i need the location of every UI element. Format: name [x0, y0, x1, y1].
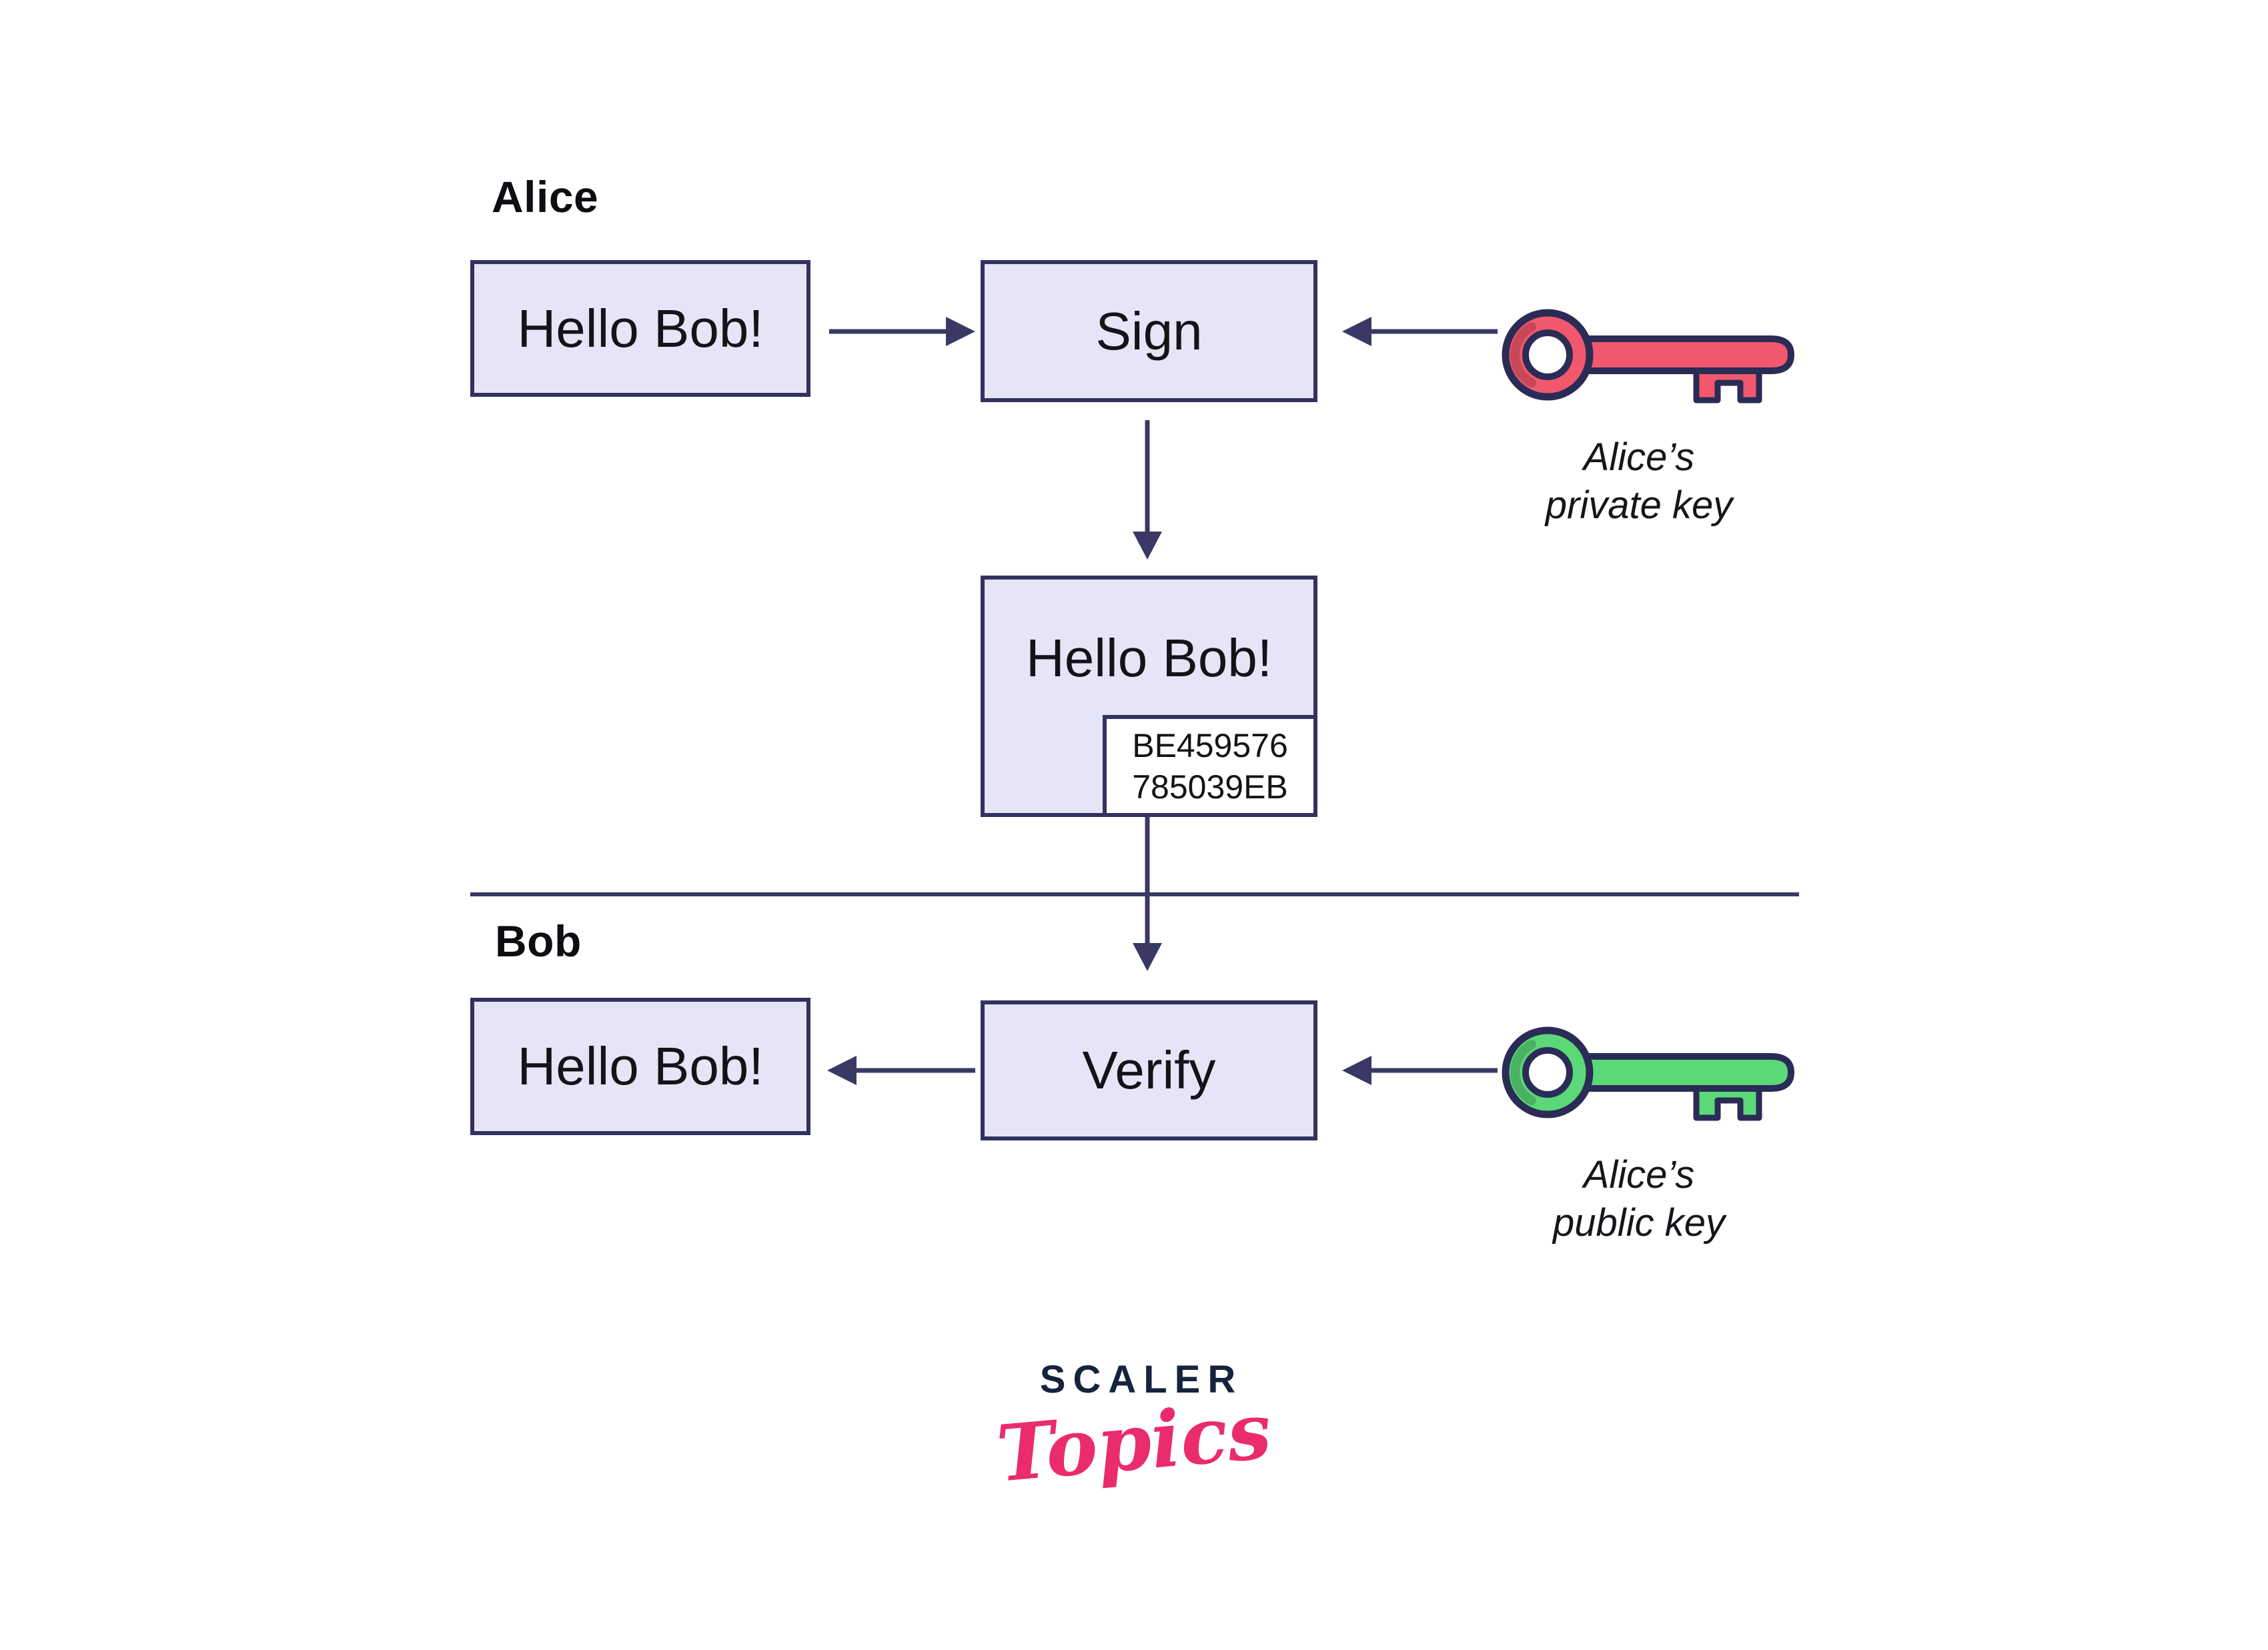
public-key-caption-line2: public key — [1553, 1201, 1725, 1245]
signed-message-box: Hello Bob! BE459576 785039EB — [981, 576, 1317, 817]
sign-box: Sign — [981, 260, 1317, 402]
signature-line1: BE459576 — [1132, 726, 1288, 764]
arrow-signed-message-to-verify — [1133, 817, 1162, 971]
bob-message-box: Hello Bob! — [470, 998, 810, 1135]
sign-box-label: Sign — [1095, 301, 1203, 361]
public-key-caption-line1: Alice’s — [1583, 1153, 1695, 1196]
alice-message-text: Hello Bob! — [517, 298, 764, 358]
public-key-caption: Alice’s public key — [1492, 1151, 1786, 1247]
bob-section-label: Bob — [495, 916, 582, 966]
alice-section-label: Alice — [492, 172, 599, 221]
signature-line2: 785039EB — [1132, 768, 1288, 806]
private-key-icon — [1502, 309, 1794, 403]
private-key-caption-line1: Alice’s — [1583, 436, 1695, 479]
bob-message-text: Hello Bob! — [517, 1036, 764, 1096]
arrow-private-key-to-sign — [1342, 317, 1498, 346]
arrow-sign-to-signed-message — [1133, 420, 1162, 560]
scaler-logo-wordmark: SCALER — [1039, 1358, 1243, 1401]
arrow-public-key-to-verify — [1342, 1056, 1498, 1085]
signature-box: BE459576 785039EB — [1103, 715, 1317, 817]
private-key-caption-line2: private key — [1545, 484, 1733, 527]
arrow-verify-to-message — [827, 1056, 975, 1085]
verify-box: Verify — [981, 1000, 1317, 1140]
signed-message-text: Hello Bob! — [1025, 628, 1273, 688]
verify-box-label: Verify — [1082, 1040, 1216, 1100]
arrow-message-to-sign — [829, 317, 975, 346]
private-key-caption: Alice’s private key — [1492, 434, 1786, 530]
public-key-icon — [1502, 1026, 1794, 1121]
alice-message-box: Hello Bob! — [470, 260, 810, 397]
